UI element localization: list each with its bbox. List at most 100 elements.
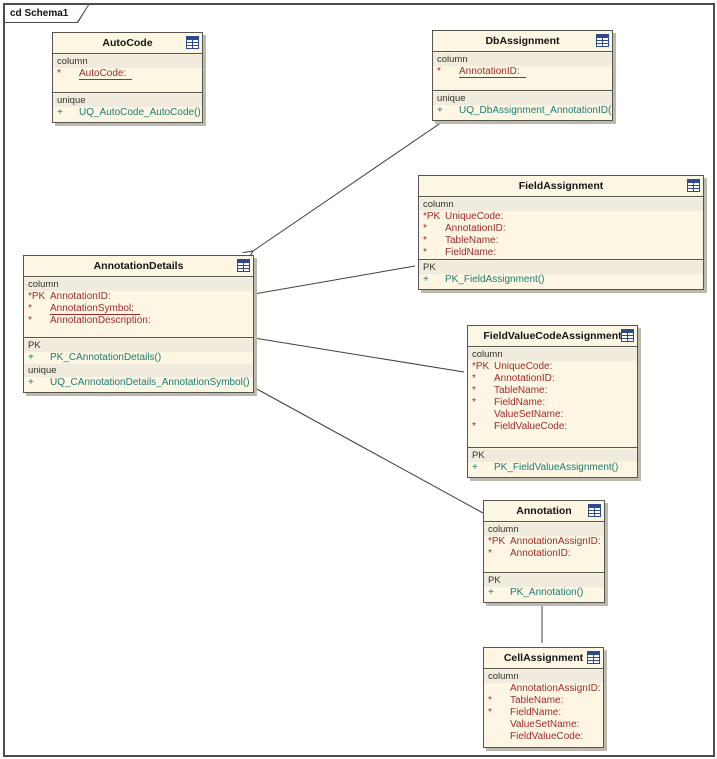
- row-text: PK_FieldAssignment(): [445, 274, 545, 285]
- row-text: UQ_CAnnotationDetails_AnnotationSymbol(): [50, 377, 250, 388]
- row-text: AnnotationID:: [459, 66, 526, 78]
- row-marker: *: [488, 707, 492, 718]
- column-row: * FieldName:: [484, 707, 603, 719]
- row-text: AnnotationDescription:: [50, 315, 151, 326]
- compartment: unique+UQ_DbAssignment_AnnotationID(): [433, 90, 612, 120]
- row-text: PK_Annotation(): [510, 587, 584, 598]
- entity-title: AutoCode: [102, 37, 153, 49]
- row-marker: +: [472, 462, 478, 473]
- compartment: PK+ PK_Annotation(): [484, 572, 604, 602]
- column-row: AnnotationAssignID:: [484, 683, 603, 695]
- row-marker: *: [488, 548, 492, 559]
- row-marker: [484, 731, 510, 743]
- section-label-column: column: [433, 53, 612, 66]
- column-row: * TableName:: [468, 385, 637, 397]
- entity-titlebar: FieldAssignment: [419, 176, 703, 197]
- row-text: FieldValueCode:: [510, 731, 584, 742]
- row-text: AnnotationID:: [50, 291, 111, 302]
- row-text: TableName:: [510, 695, 564, 706]
- row-text: AnnotationAssignID:: [510, 536, 601, 547]
- entity-title: FieldAssignment: [518, 180, 604, 192]
- row-text: AnnotationAssignID:: [510, 683, 601, 694]
- row-marker: +: [437, 105, 443, 116]
- row-marker: *: [28, 303, 32, 314]
- entity-titlebar: AutoCode: [53, 33, 202, 54]
- row-marker: [468, 409, 494, 421]
- operation-row: + PK_FieldValueAssignment(): [468, 462, 637, 474]
- column-row: * TableName:: [484, 695, 603, 707]
- section-label-PK: PK: [24, 339, 253, 352]
- section-label-PK: PK: [468, 449, 637, 462]
- row-text: UQ_DbAssignment_AnnotationID(): [459, 105, 612, 116]
- section-label-column: column: [24, 278, 253, 291]
- row-text: FieldName:: [445, 247, 497, 258]
- row-text: FieldName:: [510, 707, 562, 718]
- operation-row: + PK_Annotation(): [484, 587, 604, 599]
- entity-title: AnnotationDetails: [93, 260, 184, 272]
- row-text: ValueSetName:: [494, 409, 564, 420]
- row-marker: [484, 719, 510, 731]
- column-row: * AutoCode:: [53, 68, 202, 80]
- row-marker: *: [472, 373, 476, 384]
- association-dbassignment-annotationdetails: [242, 119, 446, 261]
- row-marker: +: [423, 274, 429, 285]
- section-label-column: column: [468, 348, 637, 361]
- row-text: PK_FieldValueAssignment(): [494, 462, 619, 473]
- entity-title: FieldValueCodeAssignment: [483, 330, 622, 342]
- row-text: UniqueCode:: [445, 211, 504, 222]
- column-row: * FieldValueCode:: [468, 421, 637, 433]
- section-label-unique: unique: [24, 364, 253, 377]
- table-icon: [588, 504, 601, 517]
- row-marker: *PK: [472, 361, 490, 372]
- section-label-column: column: [484, 523, 604, 536]
- table-icon: [587, 651, 600, 664]
- row-marker: *: [57, 68, 61, 79]
- row-marker: +: [28, 377, 34, 388]
- row-text: FieldName:: [494, 397, 546, 408]
- row-marker: *: [488, 695, 492, 706]
- frame-tab: cd Schema1: [5, 5, 89, 23]
- association-fieldassignment-annotationdetails: [243, 265, 416, 301]
- compartment: column* AnnotationID:: [433, 52, 612, 90]
- frame-tab-label: cd Schema1: [5, 5, 88, 22]
- row-marker: +: [28, 352, 34, 363]
- compartment: unique+UQ_AutoCode_AutoCode(): [53, 92, 202, 122]
- column-row: ValueSetName:: [484, 719, 603, 731]
- section-label-column: column: [484, 670, 603, 683]
- row-text: UQ_AutoCode_AutoCode(): [79, 107, 201, 118]
- entity-titlebar: AnnotationDetails: [24, 256, 253, 277]
- section-label-PK: PK: [484, 574, 604, 587]
- row-marker: *: [437, 66, 441, 77]
- row-marker: *: [472, 385, 476, 396]
- compartment: column*AutoCode:: [53, 54, 202, 92]
- section-label-unique: unique: [53, 94, 202, 107]
- connector-layer: [242, 119, 547, 643]
- row-text: FieldValueCode:: [494, 421, 568, 432]
- association-fieldvaluecodeassignment-annotationdetails: [243, 331, 465, 373]
- row-text: AnnotationID:: [510, 548, 571, 559]
- row-text: AutoCode:: [79, 68, 133, 80]
- row-text: TableName:: [494, 385, 548, 396]
- table-icon: [596, 34, 609, 47]
- entity-titlebar: CellAssignment: [484, 648, 603, 669]
- entity-title: DbAssignment: [485, 35, 560, 47]
- operation-row: + PK_FieldAssignment(): [419, 274, 703, 286]
- row-text: AnnotationID:: [445, 223, 506, 234]
- section-label-PK: PK: [419, 261, 703, 274]
- row-marker: *: [472, 421, 476, 432]
- row-marker: +: [488, 587, 494, 598]
- table-icon: [621, 329, 634, 342]
- entity-titlebar: FieldValueCodeAssignment: [468, 326, 637, 347]
